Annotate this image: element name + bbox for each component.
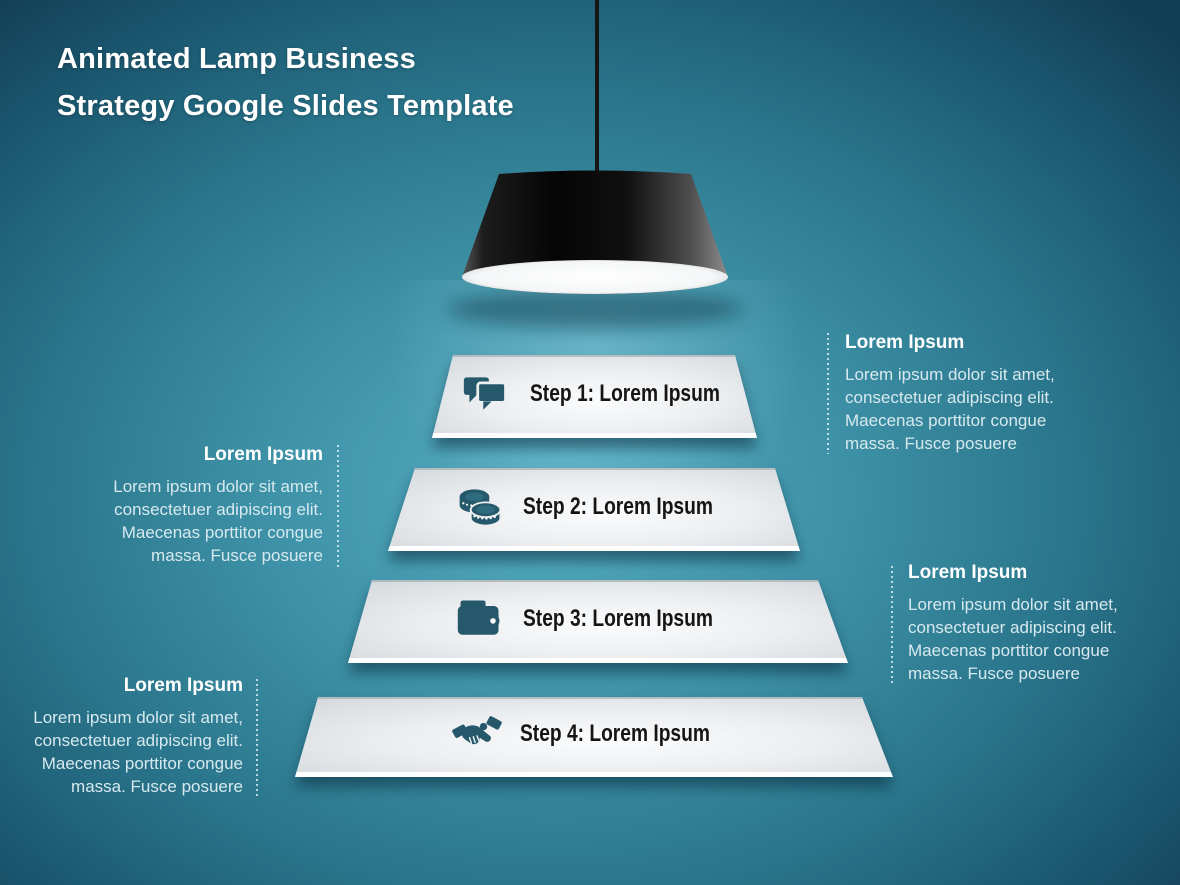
text-block-step-4: Lorem Ipsum Lorem ipsum dolor sit amet, … bbox=[0, 674, 243, 798]
handshake-icon bbox=[452, 716, 502, 745]
lamp-cord bbox=[595, 0, 599, 176]
lamp-cast-shadow bbox=[447, 289, 743, 329]
title-line-1: Animated Lamp Business bbox=[57, 43, 416, 75]
dotted-divider-right-1 bbox=[827, 333, 829, 454]
text-block-step-1: Lorem Ipsum Lorem ipsum dolor sit amet, … bbox=[845, 331, 1095, 455]
title-line-2: Strategy Google Slides Template bbox=[57, 90, 514, 122]
dotted-divider-right-2 bbox=[891, 566, 893, 685]
step-1-label: Step 1: Lorem Ipsum bbox=[530, 379, 720, 407]
step-3-label: Step 3: Lorem Ipsum bbox=[523, 604, 713, 632]
text-block-body: Lorem ipsum dolor sit amet, consectetuer… bbox=[845, 365, 1055, 453]
step-3-shape: Step 3: Lorem Ipsum bbox=[348, 580, 848, 663]
text-block-body: Lorem ipsum dolor sit amet, consectetuer… bbox=[33, 708, 243, 796]
step-4-label: Step 4: Lorem Ipsum bbox=[520, 720, 710, 747]
dotted-divider-left-1 bbox=[337, 445, 339, 568]
text-block-heading: Lorem Ipsum bbox=[203, 444, 323, 465]
text-block-step-3: Lorem Ipsum Lorem ipsum dolor sit amet, … bbox=[908, 561, 1158, 685]
text-block-body: Lorem ipsum dolor sit amet, consectetuer… bbox=[113, 477, 323, 565]
step-1-shape: Step 1: Lorem Ipsum bbox=[432, 355, 757, 438]
lamp-rim-light bbox=[462, 260, 728, 294]
step-2-surface bbox=[388, 468, 800, 551]
lamp-shade bbox=[462, 170, 728, 294]
dotted-divider-left-2 bbox=[256, 679, 258, 798]
slide-title: Animated Lamp Business Strategy Google S… bbox=[57, 36, 514, 130]
step-4-surface bbox=[295, 697, 893, 777]
step-2-shape: Step 2: Lorem Ipsum bbox=[388, 468, 800, 551]
step-2-label: Step 2: Lorem Ipsum bbox=[523, 492, 713, 520]
text-block-body: Lorem ipsum dolor sit amet, consectetuer… bbox=[908, 595, 1118, 683]
text-block-heading: Lorem Ipsum bbox=[845, 332, 965, 353]
coins-icon bbox=[459, 488, 502, 526]
step-3-surface bbox=[348, 580, 848, 663]
text-block-step-2: Lorem Ipsum Lorem ipsum dolor sit amet, … bbox=[63, 443, 323, 567]
wallet-icon bbox=[457, 599, 500, 635]
text-block-heading: Lorem Ipsum bbox=[908, 562, 1028, 583]
chat-bubbles-icon bbox=[463, 376, 507, 410]
step-4-shape: Step 4: Lorem Ipsum bbox=[295, 697, 893, 777]
text-block-heading: Lorem Ipsum bbox=[123, 675, 243, 696]
